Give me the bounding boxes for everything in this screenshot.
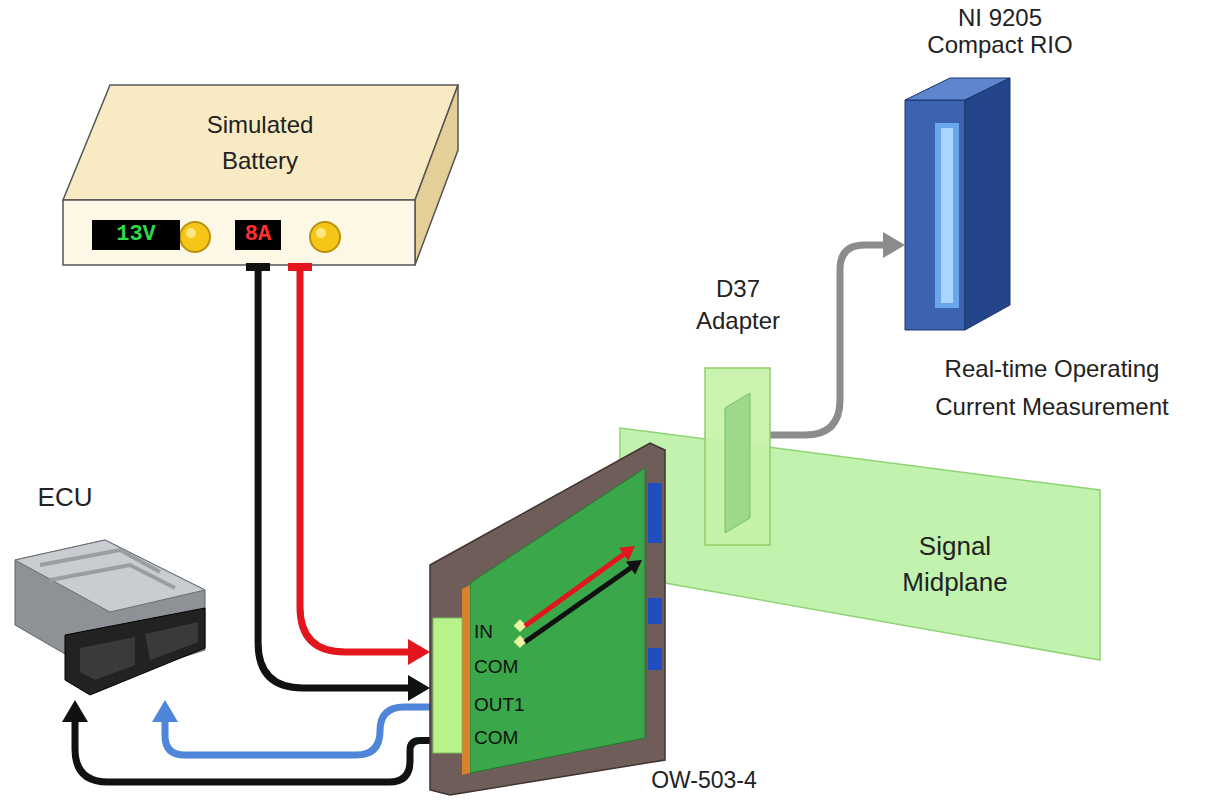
arrow-head — [408, 675, 430, 701]
adapter-title: D37 Adapter — [683, 273, 793, 337]
internal-power-arrow — [525, 552, 626, 626]
ow-503-4-card: OW-503-4 — [430, 443, 665, 795]
trace-pad — [514, 635, 527, 648]
ow-503-4-card-outline — [430, 443, 665, 795]
voltage-knob — [180, 222, 210, 252]
trace-pad — [514, 619, 527, 632]
internal-ground-arrow-head — [626, 560, 642, 575]
card-edge-strip — [462, 585, 470, 775]
ecu-plug — [145, 622, 198, 660]
ecu-title: ECU — [30, 482, 100, 512]
knob-highlight — [186, 228, 196, 238]
internal-ground-arrow — [525, 566, 633, 642]
card-connector — [648, 483, 662, 543]
positive-terminal — [288, 263, 312, 271]
ecu-unit: ECU — [10, 530, 210, 700]
module-front — [905, 100, 965, 330]
voltage-readout: 13V — [116, 221, 156, 249]
ecu-lid — [15, 540, 205, 612]
return-wire — [75, 716, 430, 782]
module-title: NI 9205 Compact RIO — [915, 4, 1085, 58]
battery-top-face — [63, 85, 458, 200]
module-connector — [935, 123, 959, 308]
ecu-unit-outline — [10, 530, 210, 700]
adapter-connector — [725, 393, 750, 533]
adapter-plate — [705, 368, 770, 545]
ground-wire — [258, 265, 414, 688]
arrow-head — [408, 639, 430, 665]
battery-side-face — [415, 85, 458, 265]
arrow-head — [883, 232, 905, 258]
negative-terminal — [246, 263, 270, 271]
terminal-block — [433, 618, 462, 753]
ecu-plug — [80, 637, 135, 680]
ecu-rib — [50, 565, 175, 588]
current-knob — [310, 222, 340, 252]
card-title: OW-503-4 — [644, 768, 764, 792]
battery-box: 13V 8A Simulated Battery — [63, 85, 458, 265]
daq-module: NI 9205 Compact RIOReal-time Operating C… — [905, 78, 1010, 330]
module-description: Real-time Operating Current Measurement — [922, 350, 1182, 426]
pin-name: IN — [474, 621, 493, 643]
internal-power-arrow-head — [619, 546, 635, 561]
card-pcb — [470, 468, 645, 773]
pin-name: COM — [474, 727, 518, 749]
output-wire — [165, 707, 430, 755]
pin-name: COM — [474, 656, 518, 678]
card-housing — [430, 443, 665, 795]
signal-midplane-outline — [620, 428, 1100, 660]
midplane-title: Signal Midplane — [890, 528, 1020, 600]
module-connector-slot — [941, 128, 953, 303]
card-connector — [648, 598, 662, 624]
midplane-board — [620, 428, 1100, 660]
measurement-cable — [770, 245, 889, 435]
arrow-head — [152, 700, 178, 722]
d37-adapter-outline — [705, 368, 770, 545]
d37-adapter: D37 Adapter — [705, 368, 770, 545]
arrow-head — [62, 700, 88, 722]
current-display: 8A — [235, 220, 281, 250]
pin-name: OUT1 — [474, 694, 525, 716]
ecu-connector — [65, 608, 205, 695]
voltage-display: 13V — [92, 220, 180, 250]
battery-front-face — [63, 200, 415, 265]
module-side — [965, 78, 1010, 330]
current-readout: 8A — [245, 221, 271, 249]
device-title: Simulated Battery — [180, 107, 340, 179]
card-connector — [648, 648, 662, 670]
signal-midplane: Signal Midplane — [620, 428, 1100, 660]
daq-module-outline — [905, 78, 1010, 330]
power-wire — [300, 265, 414, 652]
knob-highlight — [316, 228, 326, 238]
